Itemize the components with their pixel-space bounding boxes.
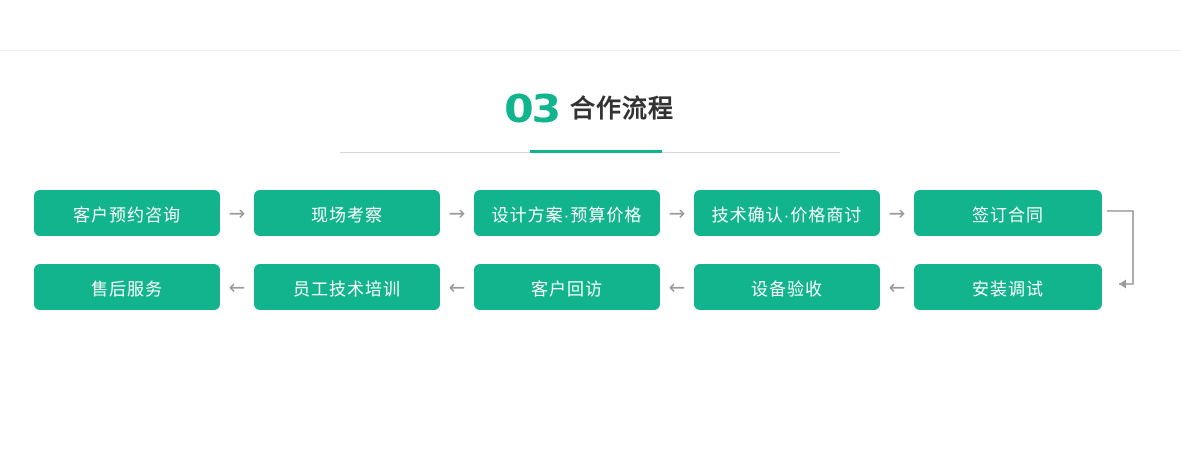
page-title: 合作流程 [569,94,674,123]
process-flow-diagram: 客户预约咨询 → 现场考察 → 设计方案·预算价格 → 技术确认·价格商讨 → … [0,180,1181,320]
flow-node-sign-contract[interactable]: 签订合同 [914,190,1102,236]
section-heading: 03 合作流程 [0,86,1181,132]
flow-node-site-survey[interactable]: 现场考察 [254,190,440,236]
arrow-right-icon: → [448,201,466,225]
flow-node-customer-inquiry[interactable]: 客户预约咨询 [34,190,220,236]
top-divider [0,50,1181,51]
flow-node-install-commission[interactable]: 安装调试 [914,264,1102,310]
arrow-left-icon: ← [888,275,906,299]
flow-node-tech-price-confirm[interactable]: 技术确认·价格商讨 [694,190,880,236]
arrow-right-icon: → [668,201,686,225]
flow-node-staff-training[interactable]: 员工技术培训 [254,264,440,310]
flow-node-after-sales[interactable]: 售后服务 [34,264,220,310]
arrow-left-icon: ← [228,275,246,299]
flow-node-equipment-acceptance[interactable]: 设备验收 [694,264,880,310]
flow-row-top: 客户预约咨询 → 现场考察 → 设计方案·预算价格 → 技术确认·价格商讨 → … [0,190,1181,236]
flow-node-customer-followup[interactable]: 客户回访 [474,264,660,310]
flow-node-design-budget[interactable]: 设计方案·预算价格 [474,190,660,236]
section-number: 03 [504,87,561,131]
arrow-right-icon: → [888,201,906,225]
flow-row-bottom: 售后服务 ← 员工技术培训 ← 客户回访 ← 设备验收 ← 安装调试 [0,264,1181,310]
heading-divider-accent [530,150,662,153]
arrow-left-icon: ← [668,275,686,299]
arrow-left-icon: ← [448,275,466,299]
arrow-right-icon: → [228,201,246,225]
